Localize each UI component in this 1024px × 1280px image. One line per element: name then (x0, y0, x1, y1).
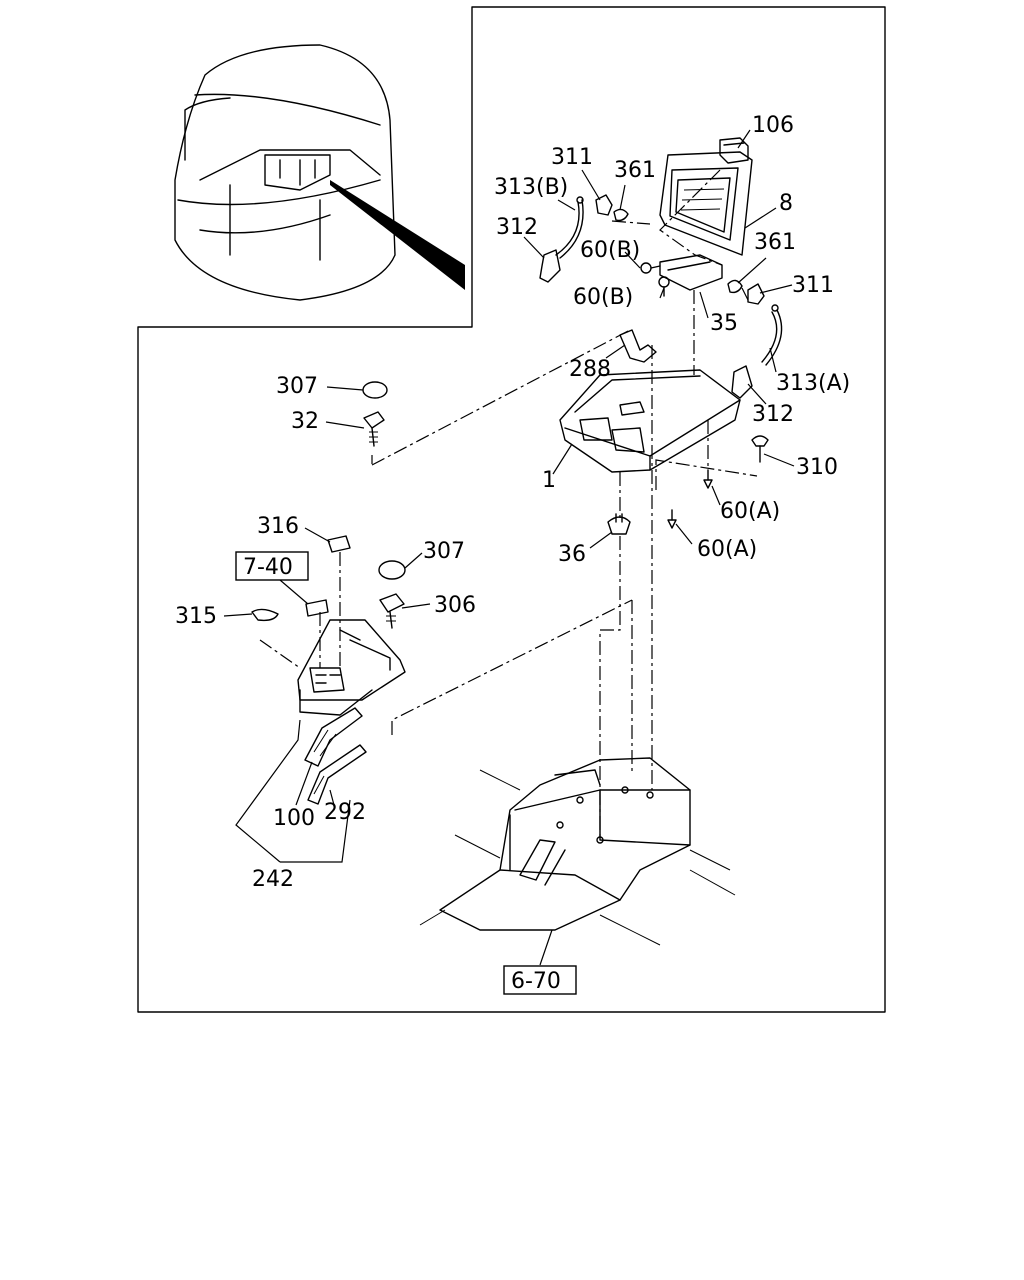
part-670-floor-console (419, 757, 736, 946)
label-313a: 313(A) (776, 371, 850, 396)
label-361-a: 361 (614, 158, 656, 183)
label-36: 36 (558, 542, 586, 567)
label-288: 288 (569, 357, 611, 382)
part-740-graphic (305, 599, 329, 617)
part-311-graphic-a (595, 194, 613, 216)
label-60b-1: 60(B) (580, 238, 640, 263)
part-315-graphic (251, 608, 279, 622)
part-361-graphic-b (727, 279, 743, 294)
part-311-graphic-b (747, 283, 765, 305)
part-292-graphic (307, 744, 367, 805)
label-60a-1: 60(A) (720, 499, 780, 524)
callout-labels: 106 311 361 313(B) 8 312 60(B) 361 311 6… (175, 113, 850, 994)
part-106-graphic (719, 137, 749, 164)
part-307-cap-a (362, 381, 388, 399)
label-32: 32 (291, 409, 319, 434)
assembly-lines (259, 169, 758, 840)
label-311-a: 311 (551, 145, 593, 170)
part-100-graphic (304, 707, 363, 767)
part-36-clip (607, 513, 631, 535)
label-242: 242 (252, 867, 294, 892)
part-312b-graphic (731, 365, 753, 399)
label-311-b: 311 (792, 273, 834, 298)
label-670: 6-70 (511, 969, 561, 994)
part-32-screw (363, 411, 385, 447)
inset-pointer (330, 180, 465, 290)
label-60a-2: 60(A) (697, 537, 757, 562)
label-306: 306 (434, 593, 476, 618)
part-60b-screw-2 (658, 276, 670, 297)
part-361-graphic-a (613, 208, 629, 222)
part-312a-graphic (539, 249, 561, 283)
diagram-frame (137, 6, 886, 1013)
part-316-graphic (327, 535, 351, 553)
label-106: 106 (752, 113, 794, 138)
label-292: 292 (324, 800, 366, 825)
label-8: 8 (779, 191, 793, 216)
part-313a-graphic (761, 304, 783, 366)
label-60b-2: 60(B) (573, 285, 633, 310)
label-312-b: 312 (752, 402, 794, 427)
label-313b: 313(B) (494, 175, 568, 200)
ref-box-740 (235, 551, 309, 581)
part-306-screw (379, 593, 405, 629)
part-8-graphic (659, 151, 753, 256)
label-316: 316 (257, 514, 299, 539)
shift-console-assembly (297, 619, 406, 716)
label-307-a: 307 (276, 374, 318, 399)
part-60a-screw-1 (703, 469, 713, 489)
label-307-b: 307 (423, 539, 465, 564)
label-740: 7-40 (243, 555, 293, 580)
ref-box-670 (503, 965, 577, 995)
part-313b-graphic (555, 196, 584, 259)
label-100: 100 (273, 806, 315, 831)
label-315: 315 (175, 604, 217, 629)
label-310: 310 (796, 455, 838, 480)
part-288-graphic (619, 329, 657, 363)
part-60a-screw-2 (667, 509, 677, 529)
label-361-b: 361 (754, 230, 796, 255)
inset-cab-view (174, 44, 465, 301)
label-312-a: 312 (496, 215, 538, 240)
part-1-console (559, 369, 741, 473)
part-307-cap-b (378, 560, 406, 580)
part-60b-screw-1 (640, 262, 661, 274)
label-35: 35 (710, 311, 738, 336)
leader-lines (223, 129, 795, 966)
part-35-bracket (659, 254, 723, 291)
part-310-pin (751, 435, 769, 463)
label-1: 1 (542, 468, 556, 493)
